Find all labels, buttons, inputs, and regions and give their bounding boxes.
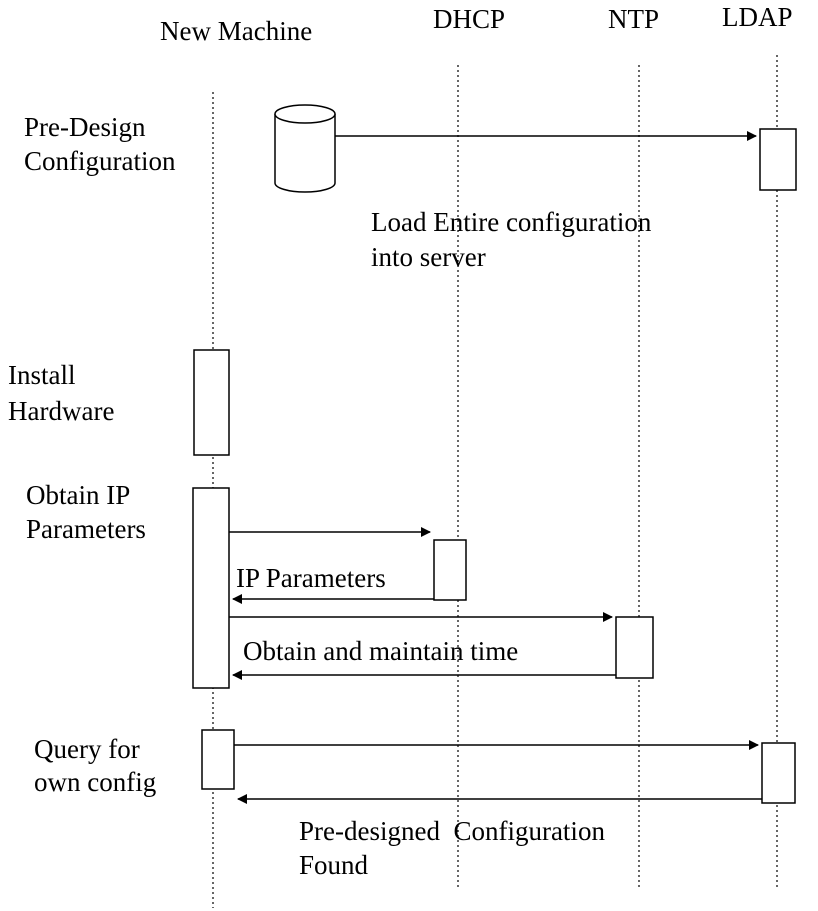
message-config-found-line1: Pre-designed Configuration [299, 816, 605, 846]
database-icon [274, 104, 336, 193]
participant-new-machine: New Machine [160, 16, 313, 46]
step-pre-design-line1: Pre-Design [24, 112, 146, 142]
step-obtain-ip-line1: Obtain IP [26, 480, 131, 510]
participant-dhcp: DHCP [433, 4, 506, 34]
activation-ntp [615, 616, 654, 679]
message-obtain-time: Obtain and maintain time [243, 636, 519, 666]
message-load-config-line2: into server [371, 242, 486, 272]
participant-ntp: NTP [608, 4, 660, 34]
step-install-hardware-line1: Install [8, 360, 76, 390]
message-load-config-line1: Load Entire configuration [371, 207, 652, 237]
message-config-found-line2: Found [299, 850, 369, 880]
participant-ldap: LDAP [722, 2, 793, 32]
step-query-config-line2: own config [34, 767, 157, 797]
activation-dhcp [433, 539, 467, 601]
step-pre-design-line2: Configuration [24, 146, 176, 176]
activation-query-config [201, 729, 235, 790]
activation-obtain-ip [192, 487, 230, 689]
step-obtain-ip-line2: Parameters [26, 514, 146, 544]
step-install-hardware-line2: Hardware [8, 396, 115, 426]
activation-ldap-load [759, 128, 797, 191]
message-ip-parameters: IP Parameters [236, 563, 386, 593]
activation-install-hardware [193, 349, 230, 456]
activation-ldap-query [761, 742, 796, 804]
step-query-config-line1: Query for [34, 734, 140, 764]
